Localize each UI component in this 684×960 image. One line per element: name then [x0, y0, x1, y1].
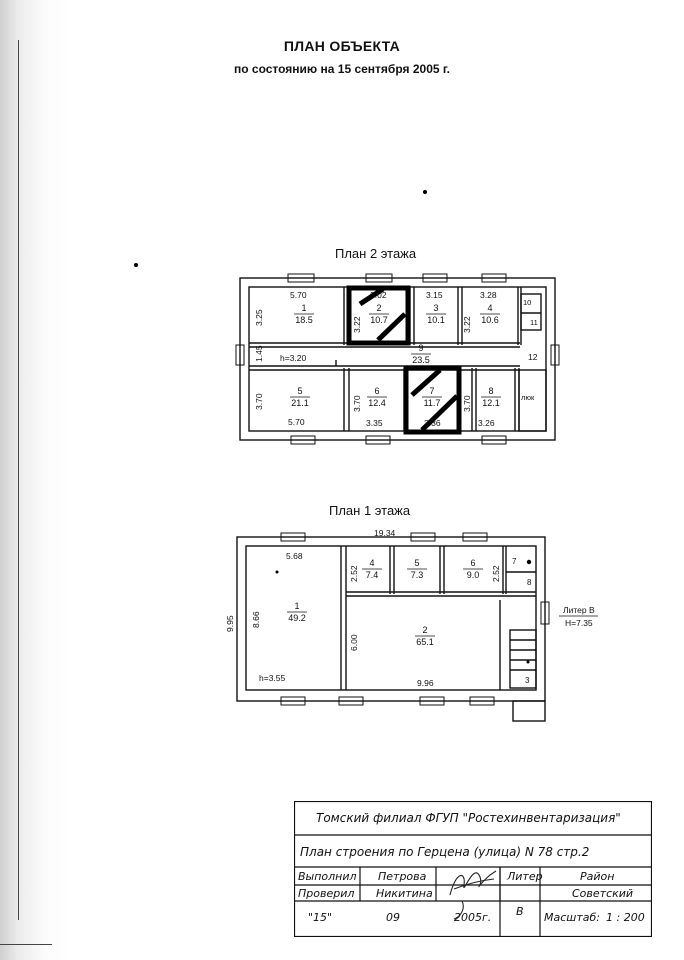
liter-label: Литер — [507, 870, 543, 883]
title-block-grid — [294, 801, 652, 937]
room-number: 7 — [429, 386, 434, 396]
room-number: 1 — [301, 303, 306, 313]
scale-label: Масштаб: — [544, 911, 600, 924]
date-year: 2005г. — [454, 911, 492, 924]
room-area: 18.5 — [295, 315, 313, 325]
dim-label: 3.70 — [352, 395, 362, 412]
district-label: Район — [580, 870, 615, 883]
highlighted-room-7 — [403, 365, 462, 435]
scan-edge-line — [18, 40, 19, 920]
dim-label: 3.70 — [254, 393, 264, 410]
room-area: 10.7 — [370, 315, 388, 325]
room-number: 7 — [512, 557, 517, 566]
dim-label: h=3.55 — [259, 673, 286, 683]
room-number: 11 — [530, 318, 538, 327]
document-title: ПЛАН ОБЪЕКТА — [283, 38, 401, 54]
annex-height: H=7.35 — [565, 618, 593, 628]
dim-label: 3.26 — [478, 418, 495, 428]
room-area: 10.1 — [427, 315, 445, 325]
dim-label: 5.70 — [288, 417, 305, 427]
room-number: 4 — [487, 303, 492, 313]
scan-edge-shadow — [0, 0, 70, 960]
dim-label: 3.22 — [352, 316, 362, 333]
room-number: 2 — [376, 303, 381, 313]
room-number: 9 — [418, 343, 423, 353]
floor2-title: План 2 этажа — [335, 246, 417, 261]
room-number: 8 — [488, 386, 493, 396]
organization-name: Томский филиал ФГУП "Ростехинвентаризаци… — [316, 811, 621, 825]
hatch-label: люк — [521, 393, 535, 402]
annex-label: Литер В — [563, 605, 595, 615]
room-area: 7.3 — [411, 570, 424, 580]
scan-dot — [423, 190, 427, 194]
room-number: 5 — [414, 558, 419, 568]
dim-label: 9.95 — [225, 615, 235, 632]
dim-label: 2.52 — [491, 565, 501, 582]
room-area: 12.4 — [368, 398, 386, 408]
dim-label: 3.15 — [426, 290, 443, 300]
room-area: 9.0 — [467, 570, 480, 580]
room-number: 10 — [523, 298, 531, 307]
room-number: 5 — [297, 386, 302, 396]
dim-label: 3.22 — [462, 316, 472, 333]
district-value: Советский — [572, 887, 634, 900]
highlighted-room-2 — [346, 285, 411, 346]
room-area: 65.1 — [416, 637, 434, 647]
dim-label: 3.02 — [370, 290, 387, 300]
room-area: 49.2 — [288, 613, 306, 623]
room-number: 2 — [422, 625, 427, 635]
room-area: 12.1 — [482, 398, 500, 408]
scale-value: 1 : 200 — [606, 911, 645, 924]
room-area: 7.4 — [366, 570, 379, 580]
room-number: 3 — [525, 676, 530, 685]
room-number: 6 — [470, 558, 475, 568]
floor1-title: План 1 этажа — [329, 503, 411, 518]
signature-mark — [449, 870, 497, 920]
dim-label: 1.45 — [254, 345, 264, 362]
date-day: "15" — [308, 911, 333, 924]
made-by-label: Выполнил — [298, 870, 357, 883]
dim-label: 3.70 — [462, 395, 472, 412]
room-number: 12 — [528, 352, 538, 362]
room-area: 23.5 — [412, 355, 430, 365]
floor1-inner-wall — [245, 545, 537, 691]
dim-label: 2.52 — [349, 565, 359, 582]
room-number: 4 — [369, 558, 374, 568]
date-month: 09 — [386, 911, 400, 924]
title-block: Томский филиал ФГУП "Ростехинвентаризаци… — [294, 801, 652, 937]
room-area: 10.6 — [481, 315, 499, 325]
room-number: 8 — [527, 578, 532, 587]
dim-label: h=3.20 — [280, 353, 307, 363]
liter-value: В — [516, 905, 524, 918]
checked-by-label: Проверил — [298, 887, 355, 900]
made-by-name: Петрова — [378, 870, 427, 883]
dim-label: 5.68 — [286, 551, 303, 561]
dim-label: 6.00 — [349, 634, 359, 651]
dim-label: 5.70 — [290, 290, 307, 300]
dim-label: 3.36 — [424, 418, 441, 428]
dim-label: 3.25 — [254, 309, 264, 326]
scan-dot — [134, 263, 138, 267]
checked-by-name: Никитина — [376, 887, 433, 900]
object-description: План строения по Герцена (улица) N 78 ст… — [300, 845, 590, 859]
dim-label: 3.28 — [480, 290, 497, 300]
room-number: 6 — [374, 386, 379, 396]
floor2-outer-wall — [239, 277, 556, 441]
room-area: 21.1 — [291, 398, 309, 408]
document-subtitle: по состоянию на 15 сентября 2005 г. — [233, 62, 451, 76]
dim-label: 19.34 — [374, 528, 396, 538]
dim-label: 9.96 — [417, 678, 434, 688]
room-number: 1 — [294, 601, 299, 611]
room-number: 3 — [433, 303, 438, 313]
dim-label: 8.66 — [251, 611, 261, 628]
scan-edge-mark — [0, 944, 52, 945]
room-area: 11.7 — [424, 398, 441, 408]
dim-label: 3.35 — [366, 418, 383, 428]
